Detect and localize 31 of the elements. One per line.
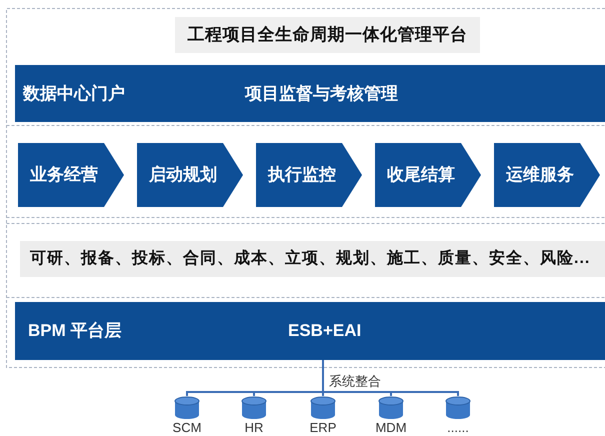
database-cylinder xyxy=(445,396,471,420)
database-cylinder xyxy=(174,396,200,420)
step-label: 执行监控 xyxy=(268,165,336,185)
edge-label: 系统整合 xyxy=(327,374,383,388)
process-step xyxy=(18,143,124,207)
banner-bar xyxy=(15,302,605,360)
database-cylinder xyxy=(378,396,404,420)
bar-label: BPM 平台层 xyxy=(28,321,122,341)
bar-label: 项目监督与考核管理 xyxy=(245,84,398,104)
bar-label: 数据中心门户 xyxy=(23,84,125,104)
connector-line xyxy=(253,391,323,396)
step-label: 启动规划 xyxy=(149,165,217,185)
process-step xyxy=(494,143,600,207)
process-step xyxy=(137,143,243,207)
process-step xyxy=(256,143,362,207)
step-label: 业务经营 xyxy=(30,165,98,185)
system-label: HR xyxy=(244,421,264,435)
step-label: 运维服务 xyxy=(506,165,574,185)
system-label: SCM xyxy=(172,421,202,435)
banner-bar xyxy=(15,65,605,122)
system-label: MDM xyxy=(375,421,407,435)
connector-line xyxy=(322,360,324,392)
system-label: ...... xyxy=(447,421,469,435)
system-label: ERP xyxy=(310,421,336,435)
list-bar: 可研、报备、投标、合同、成本、立项、规划、施工、质量、安全、风险... xyxy=(20,241,605,277)
bar-label: ESB+EAI xyxy=(288,321,362,341)
database-cylinder xyxy=(241,396,267,420)
database-cylinder xyxy=(310,396,336,420)
title-box: 工程项目全生命周期一体化管理平台 xyxy=(175,17,480,53)
process-step xyxy=(375,143,481,207)
step-label: 收尾结算 xyxy=(387,165,455,185)
